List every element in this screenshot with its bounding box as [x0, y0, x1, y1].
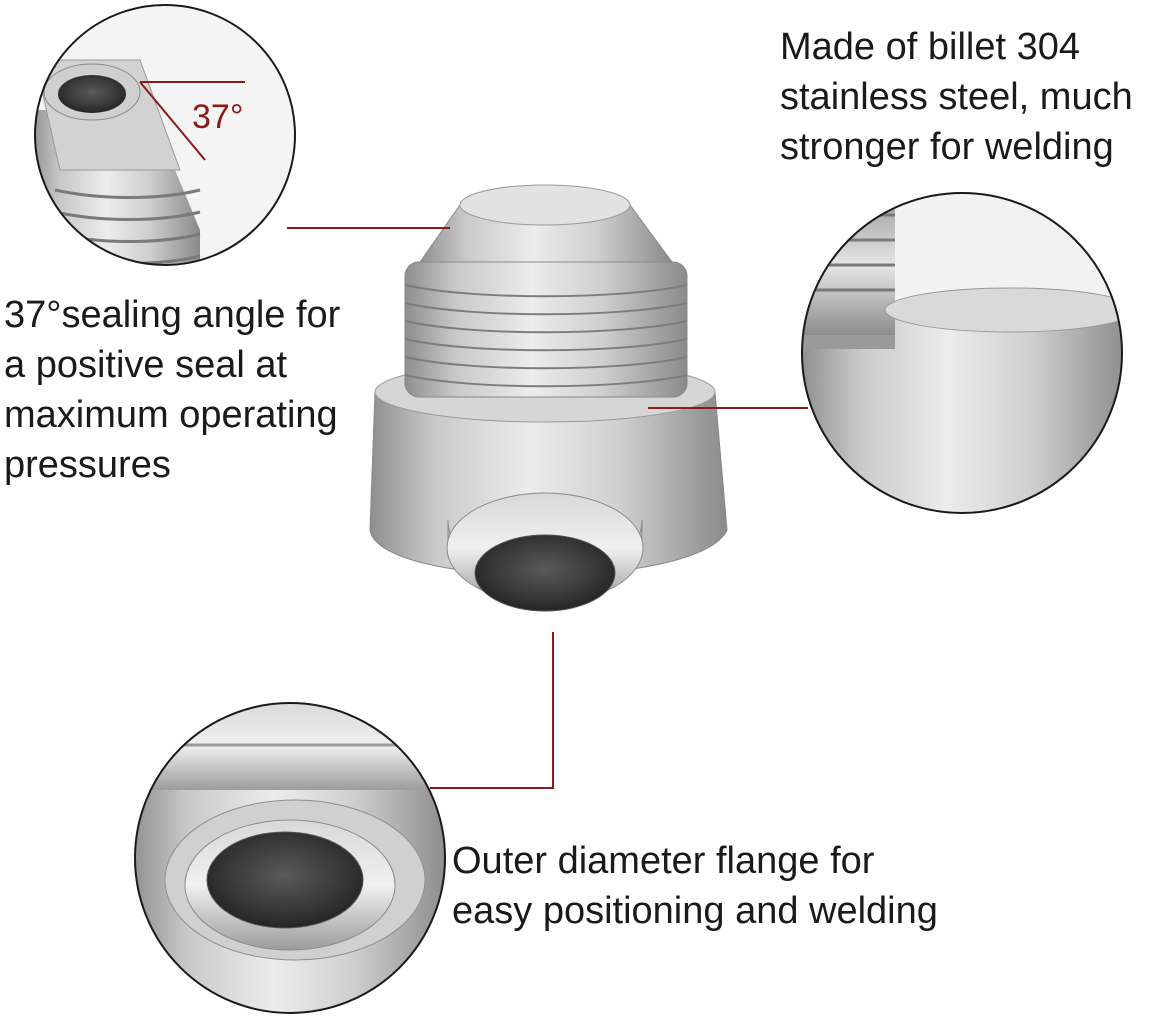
caption-line: Outer diameter flange for — [452, 840, 875, 882]
caption-sealing-angle: 37°sealing angle for a positive seal at … — [4, 290, 340, 490]
caption-material: Made of billet 304 stainless steel, much… — [780, 22, 1133, 172]
leader-lines — [287, 227, 808, 789]
zoom-circle-material — [801, 192, 1123, 514]
caption-line: pressures — [4, 444, 171, 486]
caption-line: a positive seal at — [4, 344, 288, 386]
caption-line: maximum operating — [4, 394, 338, 436]
caption-line: easy positioning and welding — [452, 890, 938, 932]
caption-line: stainless steel, much — [780, 76, 1133, 118]
zoom-circle-flange — [134, 702, 446, 1014]
angle-degree-label: 37° — [192, 98, 243, 136]
main-fitting — [369, 184, 728, 612]
caption-line: Made of billet 304 — [780, 26, 1080, 68]
caption-flange: Outer diameter flange for easy positioni… — [452, 836, 938, 936]
zoom-circle-angle: 37° — [34, 4, 296, 266]
leader-line-flange — [430, 632, 554, 789]
caption-line: stronger for welding — [780, 126, 1114, 168]
caption-line: 37°sealing angle for — [4, 294, 341, 336]
